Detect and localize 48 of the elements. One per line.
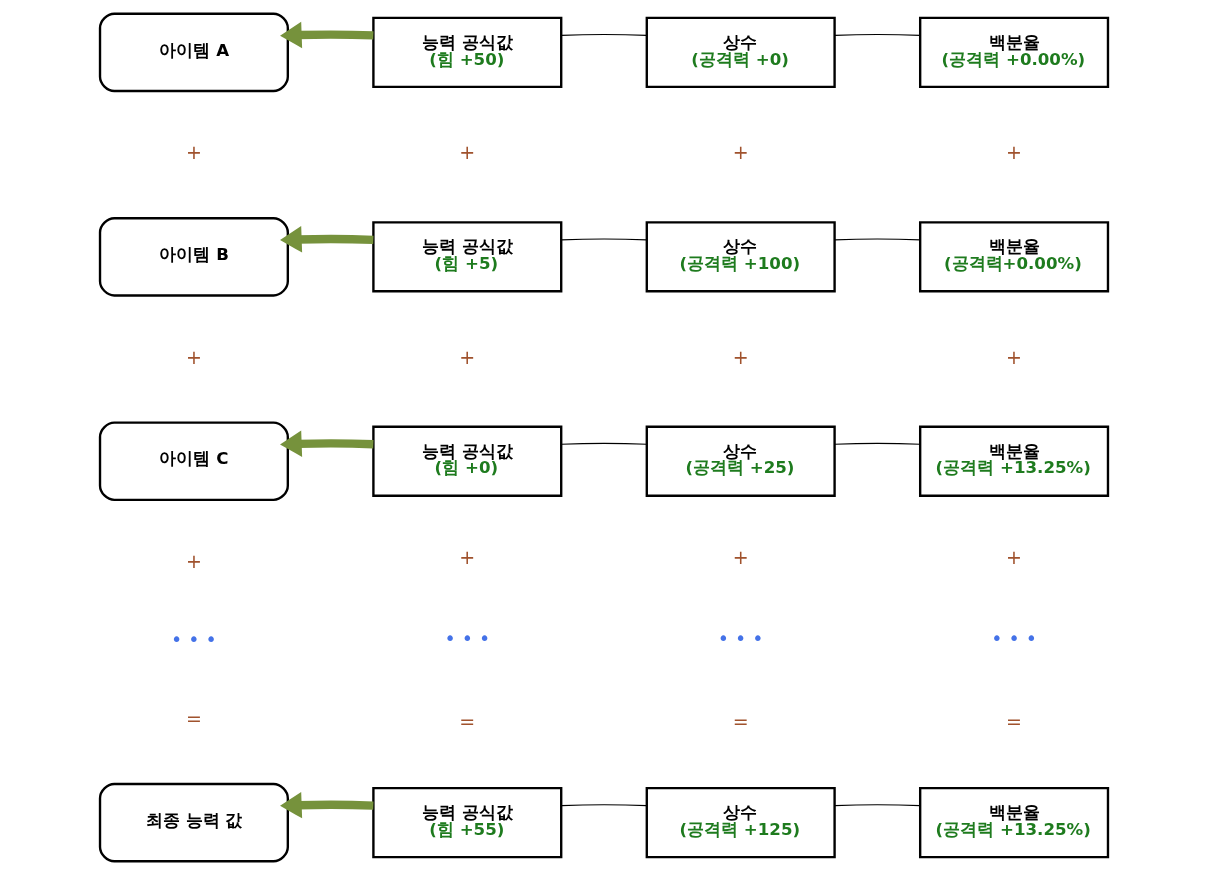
label: +	[1005, 140, 1022, 163]
label: +	[1005, 545, 1022, 568]
label: =	[458, 709, 475, 732]
label: +	[732, 140, 749, 163]
label: +	[185, 140, 202, 163]
label: • • •	[717, 626, 764, 649]
node-box: 상수 (공격력 +125)	[645, 786, 836, 858]
connector	[560, 237, 647, 240]
label: +	[1005, 345, 1022, 368]
arrow	[279, 791, 373, 818]
label: =	[732, 709, 749, 732]
label: +	[185, 549, 202, 572]
label: +	[458, 140, 475, 163]
node-box: 백분율 (공격력 +13.25%)	[918, 425, 1109, 497]
node-box: 능력 공식값 (힘 +55)	[371, 786, 562, 858]
node-box: 상수 (공격력 +0)	[645, 16, 836, 88]
node-box: 백분율 (공격력 +13.25%)	[918, 786, 1109, 858]
label: +	[458, 345, 475, 368]
label: +	[458, 545, 475, 568]
label: =	[185, 706, 202, 729]
node-box: 아이템 B	[98, 216, 289, 297]
node-box: 아이템 A	[98, 12, 289, 92]
connector	[833, 442, 921, 445]
node-box: 능력 공식값 (힘 +5)	[371, 220, 562, 292]
arrow	[279, 21, 373, 48]
node-box: 아이템 C	[98, 420, 289, 501]
connector	[833, 237, 921, 240]
node-box: 능력 공식값 (힘 +50)	[371, 16, 562, 88]
label: =	[1005, 709, 1022, 732]
node-box: 능력 공식값 (힘 +0)	[371, 425, 562, 497]
arrow	[279, 225, 373, 253]
label: +	[732, 545, 749, 568]
connector	[560, 33, 647, 36]
node-box: 백분율 (공격력+0.00%)	[918, 220, 1109, 292]
connector	[833, 803, 921, 806]
label: • • •	[443, 626, 490, 649]
connector	[833, 33, 921, 36]
label: +	[185, 345, 202, 368]
connector	[560, 442, 647, 445]
arrow	[279, 430, 373, 457]
label: • • •	[990, 626, 1037, 649]
connector	[560, 803, 647, 806]
node-box: 백분율 (공격력 +0.00%)	[918, 16, 1109, 88]
node-box: 상수 (공격력 +100)	[645, 220, 836, 292]
label: +	[732, 345, 749, 368]
label: • • •	[170, 627, 217, 650]
node-box: 최종 능력 값	[98, 782, 289, 862]
node-box: 상수 (공격력 +25)	[645, 425, 836, 497]
